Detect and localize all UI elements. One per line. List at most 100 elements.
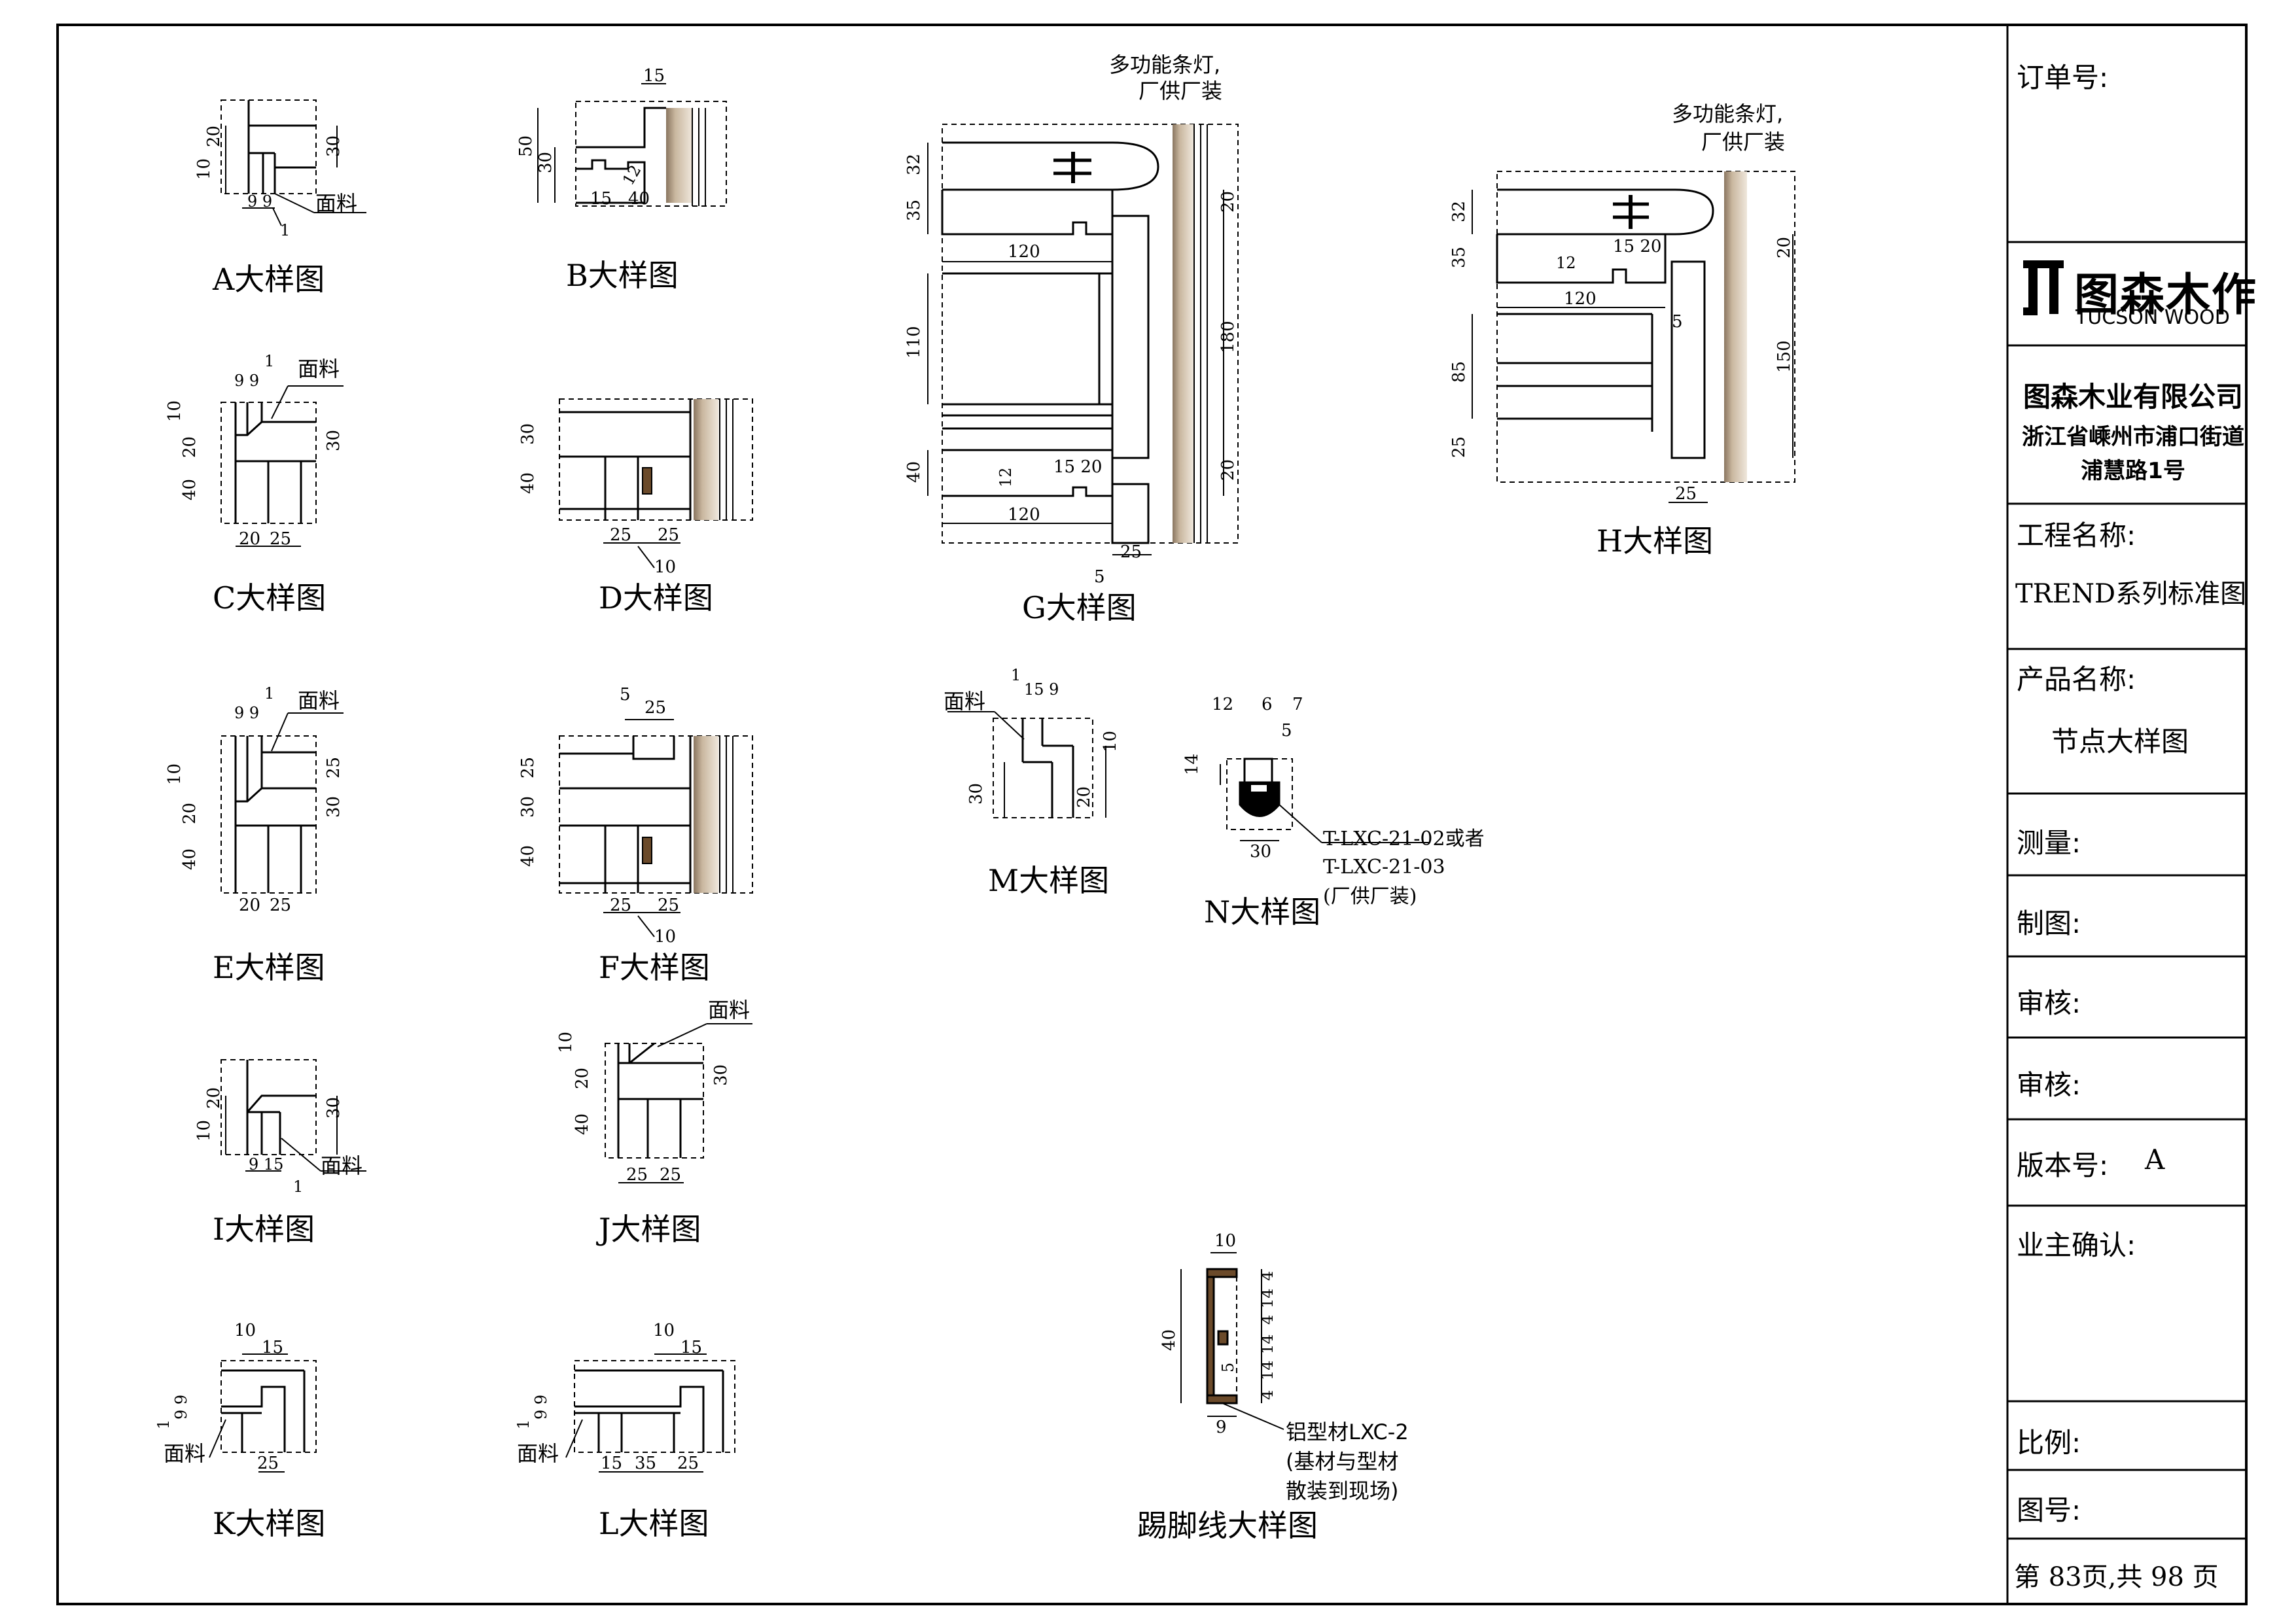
- f-dim-25top: 25: [645, 698, 666, 718]
- b-dim-30: 30: [536, 152, 556, 173]
- sheet-border: [56, 24, 2248, 1605]
- n-dim-5: 5: [1281, 721, 1292, 741]
- detail-n: [1220, 758, 1430, 843]
- product-name-value: 节点大样图: [2051, 725, 2189, 758]
- g-dim-110: 110: [904, 326, 924, 358]
- f-dim-30: 30: [518, 796, 538, 818]
- logo-english: TUCSON WOOD: [2075, 306, 2230, 329]
- h-label-light-1: 多功能条灯,: [1672, 101, 1783, 126]
- c-dim-20b: 20: [239, 529, 260, 549]
- a-dim-30: 30: [324, 135, 344, 157]
- h-dim-5: 5: [1672, 312, 1683, 332]
- company-name: 图森木业有限公司: [2022, 381, 2243, 413]
- m-dim-30: 30: [966, 783, 986, 805]
- detail-k: [209, 1353, 317, 1473]
- kick-dim-14a: 14: [1258, 1288, 1277, 1308]
- n-note-3: (厂供厂装): [1323, 885, 1417, 908]
- c-dim-10: 10: [165, 400, 185, 422]
- h-label-light-2: 厂供厂装: [1701, 130, 1785, 154]
- e-dim-25b: 25: [270, 896, 291, 915]
- l-dim-10: 10: [653, 1321, 675, 1340]
- i-dim-10: 10: [194, 1120, 214, 1142]
- g-dim-20b: 20: [1218, 459, 1238, 481]
- j-dim-25a: 25: [626, 1165, 648, 1185]
- g-dim-40: 40: [904, 461, 924, 483]
- logo-icon: [2023, 260, 2064, 315]
- title-block-lines: [2006, 25, 2246, 1604]
- e-dim-10: 10: [165, 763, 185, 785]
- company-address-line-2: 浦慧路1号: [2081, 458, 2185, 484]
- i-dim-1: 1: [293, 1178, 303, 1196]
- m-label-facing: 面料: [944, 689, 985, 714]
- g-dim-180: 180: [1218, 321, 1238, 353]
- review-label-1: 审核:: [2017, 987, 2081, 1019]
- kick-dim-4b: 4: [1258, 1315, 1277, 1325]
- j-caption: J大样图: [596, 1212, 701, 1247]
- b-dim-15top: 15: [643, 66, 665, 86]
- version-label: 版本号:: [2017, 1149, 2109, 1181]
- g-label-light-2: 厂供厂装: [1139, 79, 1222, 103]
- m-dim-1: 1: [1011, 666, 1021, 684]
- d-dim-10: 10: [654, 557, 676, 577]
- h-dim-25b: 25: [1675, 484, 1697, 504]
- b-caption: B大样图: [566, 258, 679, 293]
- l-label-facing: 面料: [517, 1441, 559, 1466]
- kick-dim-10: 10: [1214, 1231, 1236, 1251]
- n-dim-6: 6: [1262, 695, 1273, 714]
- m-dim-159: 15 9: [1024, 680, 1059, 699]
- i-dim-30: 30: [324, 1097, 344, 1119]
- detail-f: [559, 719, 753, 937]
- kick-dim-14c: 14: [1258, 1360, 1277, 1380]
- g-dim-25: 25: [1120, 542, 1142, 562]
- l-dim-35: 35: [635, 1454, 656, 1473]
- f-dim-5: 5: [620, 685, 631, 705]
- g-dim-1520: 15 20: [1053, 457, 1102, 477]
- c-dim-30: 30: [324, 430, 344, 451]
- h-dim-35: 35: [1449, 247, 1469, 268]
- n-note-1: T-LXC-21-02或者: [1323, 828, 1485, 850]
- k-caption: K大样图: [213, 1506, 325, 1541]
- e-dim-40: 40: [180, 848, 200, 870]
- f-dim-25a: 25: [610, 896, 631, 915]
- page-info: 第 83页,共 98 页: [2014, 1562, 2219, 1592]
- l-dim-99: 9 9: [532, 1395, 550, 1420]
- h-caption: H大样图: [1597, 523, 1713, 559]
- d-dim-25b: 25: [658, 525, 679, 545]
- h-dim-85: 85: [1449, 361, 1469, 383]
- i-label-facing: 面料: [321, 1153, 362, 1178]
- detail-i: [221, 1059, 366, 1172]
- j-dim-20: 20: [573, 1068, 592, 1089]
- e-dim-20: 20: [180, 803, 200, 824]
- d-dim-40: 40: [518, 472, 538, 494]
- kick-caption: 踢脚线大样图: [1137, 1508, 1318, 1543]
- kick-dim-40: 40: [1159, 1329, 1179, 1351]
- j-label-facing: 面料: [708, 998, 750, 1022]
- c-dim-40: 40: [180, 479, 200, 500]
- m-caption: M大样图: [988, 863, 1109, 898]
- order-number-label: 订单号:: [2017, 61, 2109, 94]
- n-dim-7: 7: [1292, 695, 1303, 714]
- detail-d: [559, 398, 753, 568]
- a-dim-99: 9 9: [247, 192, 272, 211]
- b-dim-50: 50: [516, 135, 536, 157]
- g-dim-120b: 120: [1008, 505, 1040, 525]
- e-dim-99: 9 9: [234, 704, 259, 722]
- e-caption: E大样图: [213, 950, 325, 985]
- g-dim-12: 12: [997, 467, 1015, 487]
- k-dim-99: 9 9: [172, 1395, 190, 1420]
- review-label-2: 审核:: [2017, 1069, 2081, 1101]
- product-name-label: 产品名称:: [2017, 663, 2136, 695]
- project-name-value: TREND系列标准图: [2015, 579, 2247, 609]
- kick-note-3: 散装到现场): [1286, 1478, 1399, 1503]
- e-dim-25: 25: [324, 757, 344, 778]
- g-dim-32: 32: [904, 154, 924, 175]
- f-dim-40: 40: [518, 845, 538, 867]
- g-dim-35: 35: [904, 200, 924, 221]
- kick-dim-4a: 4: [1258, 1271, 1277, 1281]
- g-dim-120a: 120: [1008, 242, 1040, 262]
- e-dim-1: 1: [264, 684, 274, 703]
- a-dim-1: 1: [280, 221, 290, 239]
- b-dim-40: 40: [628, 189, 650, 209]
- detail-e: [221, 712, 344, 894]
- h-dim-1520: 15 20: [1613, 237, 1661, 256]
